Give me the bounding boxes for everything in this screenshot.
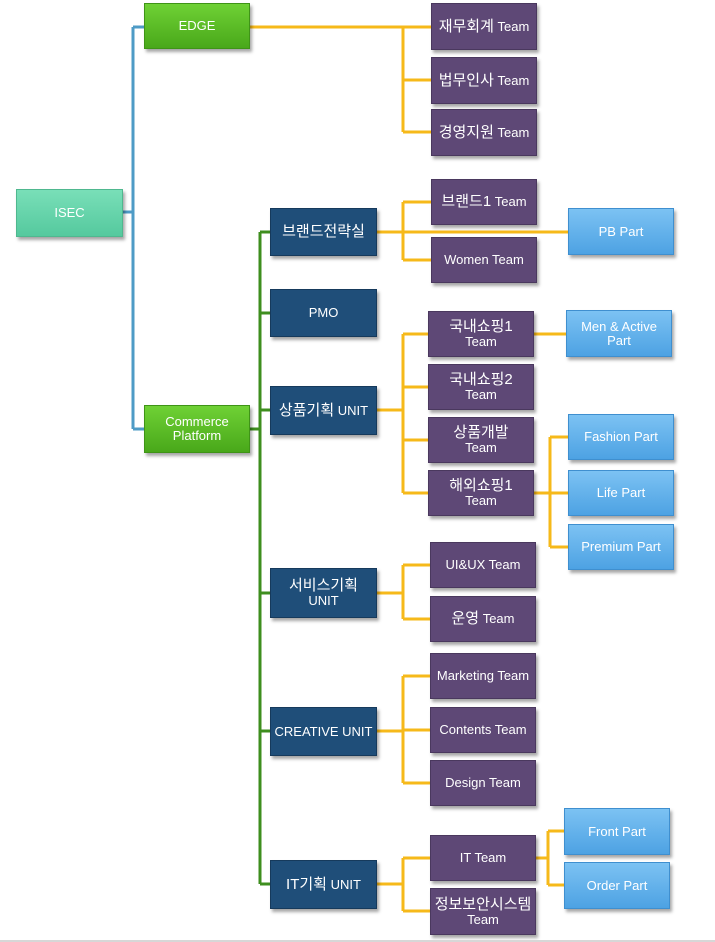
node-premium-part: Premium Part — [568, 524, 674, 570]
node-legal-hr-team: 법무인사 Team — [431, 57, 537, 104]
node-brand-strategy: 브랜드전략실 — [270, 208, 377, 256]
node-mgmt-support-team: 경영지원 Team — [431, 109, 537, 156]
node-pmo: PMO — [270, 289, 377, 337]
node-it-team: IT Team — [430, 835, 536, 881]
node-finance-team: 재무회계 Team — [431, 3, 537, 50]
node-uiux-team: UI&UX Team — [430, 542, 536, 588]
node-women-team: Women Team — [431, 237, 537, 283]
node-brand1-team: 브랜드1 Team — [431, 179, 537, 225]
node-order-part: Order Part — [564, 862, 670, 909]
node-it-unit: IT기획 UNIT — [270, 860, 377, 909]
node-pb-part: PB Part — [568, 208, 674, 255]
node-isec: ISEC — [16, 189, 123, 237]
node-md-unit: 상품기획 UNIT — [270, 386, 377, 435]
node-front-part: Front Part — [564, 808, 670, 855]
node-life-part: Life Part — [568, 470, 674, 516]
node-marketing-team: Marketing Team — [430, 653, 536, 699]
bottom-rule — [0, 940, 715, 942]
node-contents-team: Contents Team — [430, 707, 536, 753]
node-ops-team: 운영 Team — [430, 596, 536, 642]
node-creative-unit: CREATIVE UNIT — [270, 707, 377, 756]
node-design-team: Design Team — [430, 760, 536, 806]
node-fashion-part: Fashion Part — [568, 414, 674, 460]
node-edge: EDGE — [144, 3, 250, 49]
